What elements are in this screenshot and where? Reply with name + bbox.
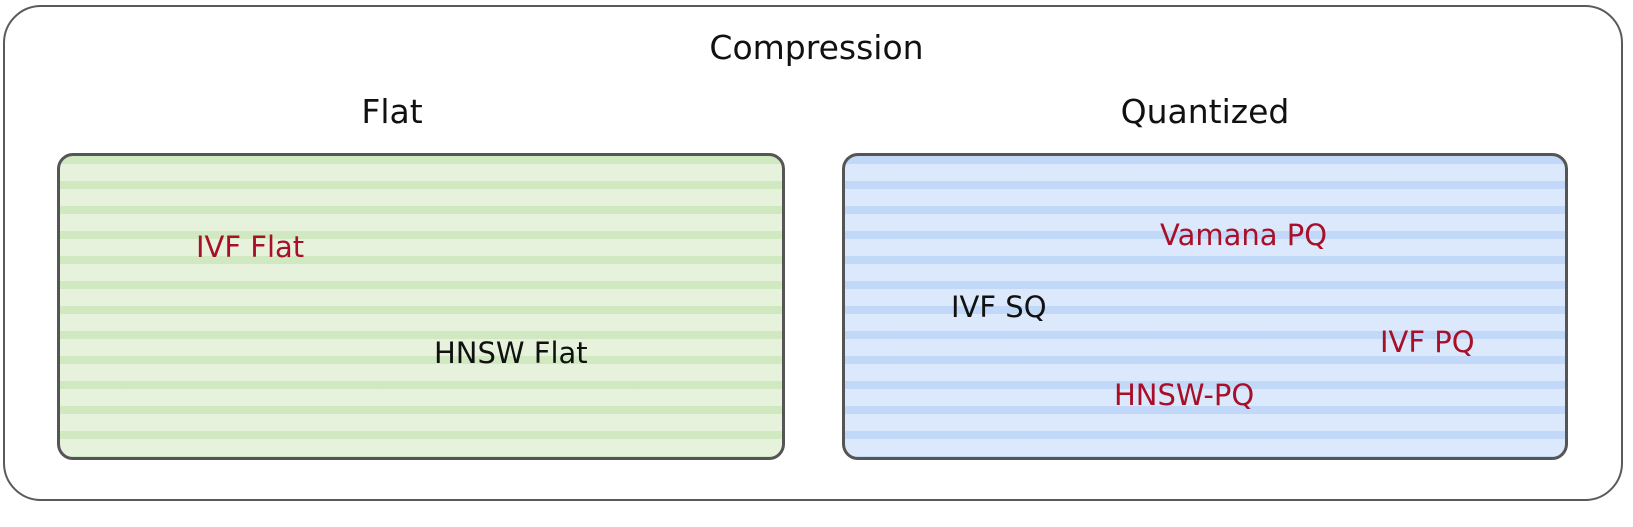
hnsw-flat-label: HNSW Flat xyxy=(434,336,588,370)
ivf-flat-label: IVF Flat xyxy=(196,230,305,264)
flat-group-title: Flat xyxy=(361,92,423,131)
compression-container xyxy=(3,5,1623,501)
quantized-group-box xyxy=(842,153,1568,460)
diagram-title: Compression xyxy=(709,28,924,67)
vamana-pq-label: Vamana PQ xyxy=(1160,218,1328,252)
ivf-pq-label: IVF PQ xyxy=(1380,325,1475,359)
quantized-group-title: Quantized xyxy=(1120,92,1290,131)
ivf-sq-label: IVF SQ xyxy=(951,290,1047,324)
flat-group-box xyxy=(57,153,785,460)
hnsw-pq-label: HNSW-PQ xyxy=(1114,378,1255,412)
